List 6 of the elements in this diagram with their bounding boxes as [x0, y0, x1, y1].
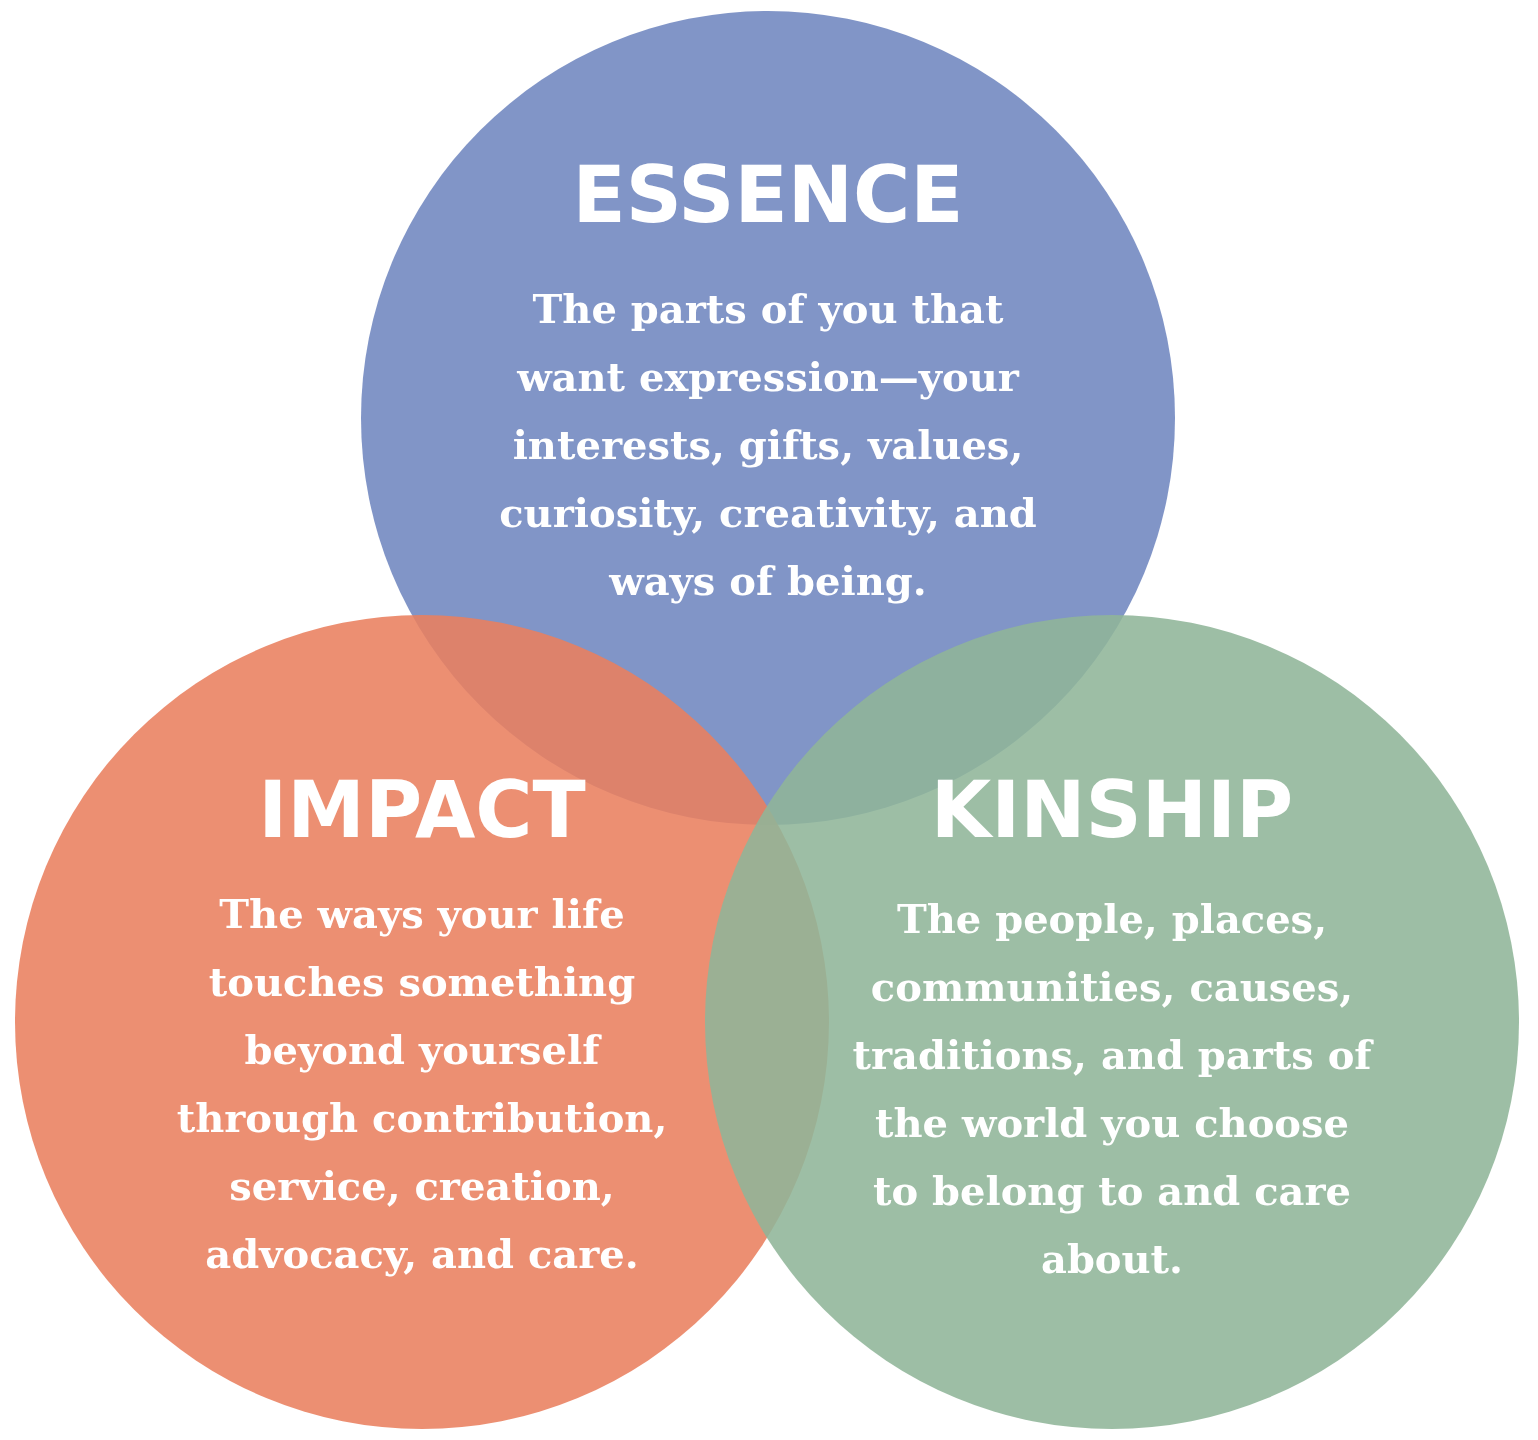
circle-description: The ways your life touches something beyond yourself through contribution, service, creation, advocacy, and care. — [175, 889, 669, 1279]
circle-description: The parts of you that want expression—your interests, gifts, values, curiosity, creativity, and ways of being. — [498, 284, 1038, 606]
circle-heading: ESSENCE — [571, 150, 965, 240]
circle-description: The people, places, communities, causes, traditions, and parts of the world you choose to belong to and care about. — [852, 894, 1372, 1284]
circle-heading: KINSHIP — [929, 765, 1295, 855]
circle-heading: IMPACT — [257, 765, 587, 855]
